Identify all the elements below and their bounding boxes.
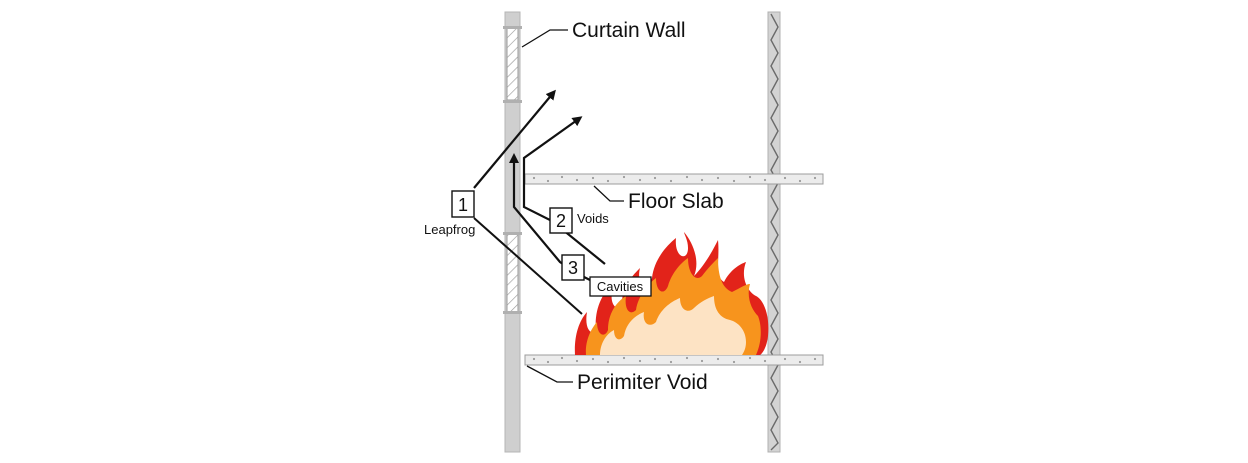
path-3-name-box: Cavities [589, 276, 652, 297]
arrow-path-2 [522, 116, 606, 265]
perimeter-void-leader [526, 365, 573, 383]
path-2-badge: 2 [549, 207, 573, 234]
path-1-number: 1 [458, 195, 468, 215]
curtain-wall-panel-lower [506, 233, 519, 313]
curtain-wall [503, 11, 522, 453]
path-3-number: 3 [568, 258, 578, 278]
path-3-name: Cavities [597, 279, 644, 294]
arrow-path-1 [473, 89, 583, 315]
curtain-wall-leader [521, 29, 568, 48]
floor-slab-label: Floor Slab [628, 190, 724, 213]
curtain-wall-label: Curtain Wall [572, 19, 686, 42]
floor-slab-upper [524, 173, 824, 185]
fire-icon [574, 232, 769, 355]
perimeter-void-label: Perimiter Void [577, 371, 708, 394]
path-1-badge: 1 [451, 190, 475, 218]
path-2-name: Voids [577, 211, 609, 226]
floor-slab-leader [593, 185, 624, 202]
floor-slab-lower [524, 354, 824, 366]
back-wall [767, 11, 781, 453]
path-1-name: Leapfrog [424, 222, 475, 237]
path-2-number: 2 [556, 211, 566, 231]
curtain-wall-panel-upper [506, 27, 519, 101]
path-3-badge: 3 [561, 254, 585, 281]
